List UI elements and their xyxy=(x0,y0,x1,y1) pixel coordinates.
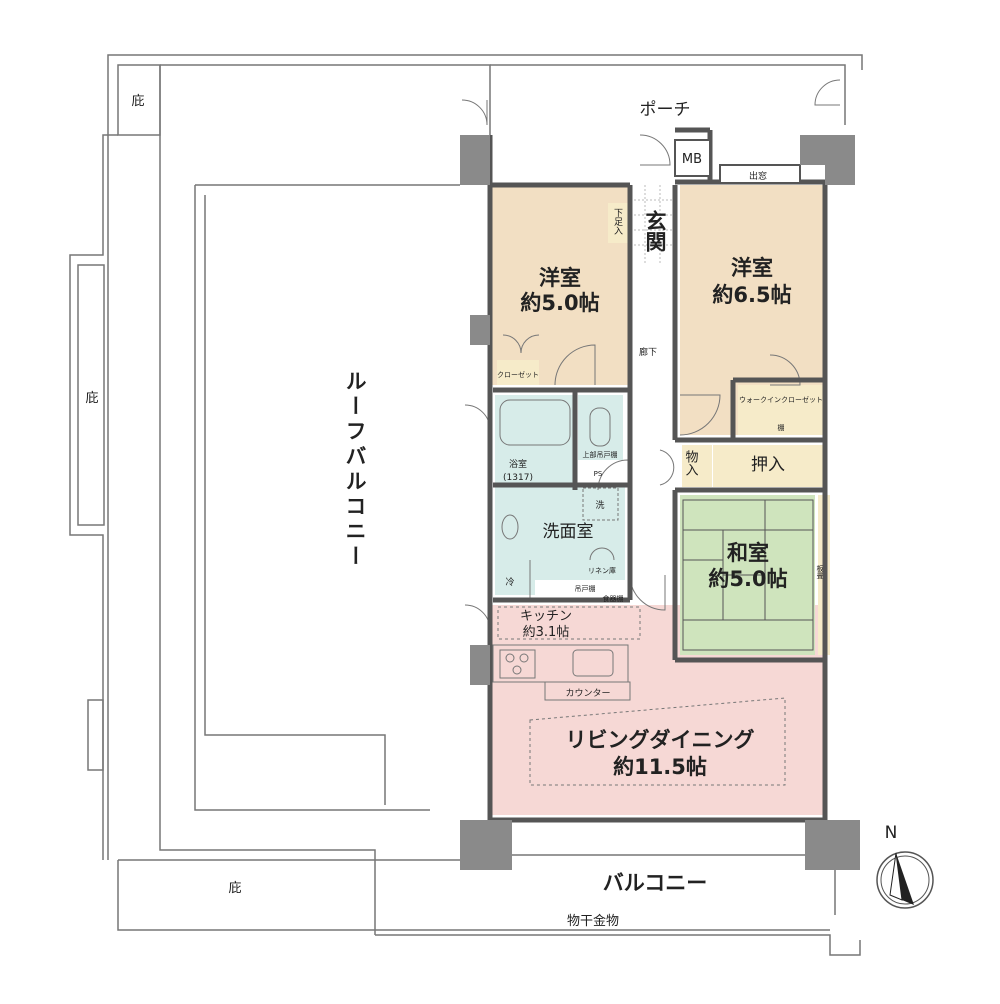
site-outlines xyxy=(69,54,863,956)
counter-top xyxy=(544,681,631,701)
columns xyxy=(460,135,860,870)
kitchen-sink xyxy=(572,649,614,677)
west-bedroom-name: 洋室 xyxy=(539,266,581,290)
closet-label: クローゼット xyxy=(497,370,539,379)
kitchen-name: キッチン xyxy=(520,609,572,624)
bathroom xyxy=(495,395,575,490)
board-floor-label: 板畳 xyxy=(816,564,824,579)
wash-basin xyxy=(501,514,519,540)
mb-label: MB xyxy=(682,152,702,167)
toilet-bowl xyxy=(589,407,611,447)
porch-label: ポーチ xyxy=(640,100,691,120)
niwa-left-label: 庇 xyxy=(85,391,98,406)
wall-cabinet-label: 吊戸棚 xyxy=(575,584,596,593)
hallway-label: 廊下 xyxy=(639,346,657,358)
room-fills xyxy=(490,185,830,815)
bath-name: 浴室 xyxy=(509,458,527,470)
west-bedroom-size: 約5.0帖 xyxy=(520,291,599,315)
toilet-shelf-label: 上部吊戸棚 xyxy=(583,450,618,459)
niwa-bottom-label: 庇 xyxy=(228,881,241,896)
shoe-storage xyxy=(608,203,628,243)
washing-machine xyxy=(582,487,619,521)
counter-label: カウンター xyxy=(565,688,610,699)
shoe-storage-label: 下足入 xyxy=(612,208,623,235)
bathtub xyxy=(499,399,571,446)
bay-window xyxy=(719,164,801,184)
east-bedroom-size: 約6.5帖 xyxy=(712,283,791,307)
linen-label: リネン庫 xyxy=(588,566,616,575)
fixtures xyxy=(461,79,841,786)
west-bedroom xyxy=(490,185,630,385)
north-label: N xyxy=(885,823,898,843)
bay-window-label: 出窓 xyxy=(749,170,767,182)
oshiire xyxy=(713,445,825,487)
north-arrow-icon: N xyxy=(876,823,934,909)
roof-balcony-label: ルーフバルコニー xyxy=(343,370,367,570)
fridge-space xyxy=(495,560,535,595)
balcony-label: バルコニー xyxy=(603,871,708,895)
washing-label: 洗 xyxy=(595,499,604,511)
kitchen-size: 約3.1帖 xyxy=(523,625,570,640)
shelf-label: 棚 xyxy=(778,423,785,432)
walk-in-closet-label: ウォークインクローゼット xyxy=(739,395,823,404)
closet-west xyxy=(497,360,539,385)
ps-label: PS xyxy=(594,470,603,478)
walls xyxy=(487,127,828,823)
toilet xyxy=(578,395,623,460)
genkan-label: 玄関 xyxy=(643,209,667,253)
labels: 庇 庇 庇 ポーチ ルーフバルコニー バルコニー 物干金物 MB 出窓 玄関 下… xyxy=(85,94,824,929)
washroom-label: 洗面室 xyxy=(543,522,594,542)
dish-cabinet-label: 食器棚 xyxy=(603,594,624,603)
east-bedroom-name: 洋室 xyxy=(731,256,773,280)
washitsu-size: 約5.0帖 xyxy=(708,567,787,591)
storage-small-label: 物入 xyxy=(683,450,699,476)
genkan-area xyxy=(630,185,675,265)
living-name: リビングダイニング xyxy=(566,728,755,752)
washitsu-name: 和室 xyxy=(727,541,769,565)
niwa-top-label: 庇 xyxy=(131,94,144,109)
oshiire-label: 押入 xyxy=(751,455,785,475)
living-size: 約11.5帖 xyxy=(613,755,707,779)
storage-small xyxy=(682,445,712,487)
bath-size: (1317) xyxy=(503,473,533,483)
mb-box xyxy=(674,139,711,177)
stove xyxy=(499,649,536,679)
walk-in-closet xyxy=(738,385,825,435)
laundry-pole-label: 物干金物 xyxy=(567,913,619,929)
fridge-label: 冷 xyxy=(505,576,514,588)
